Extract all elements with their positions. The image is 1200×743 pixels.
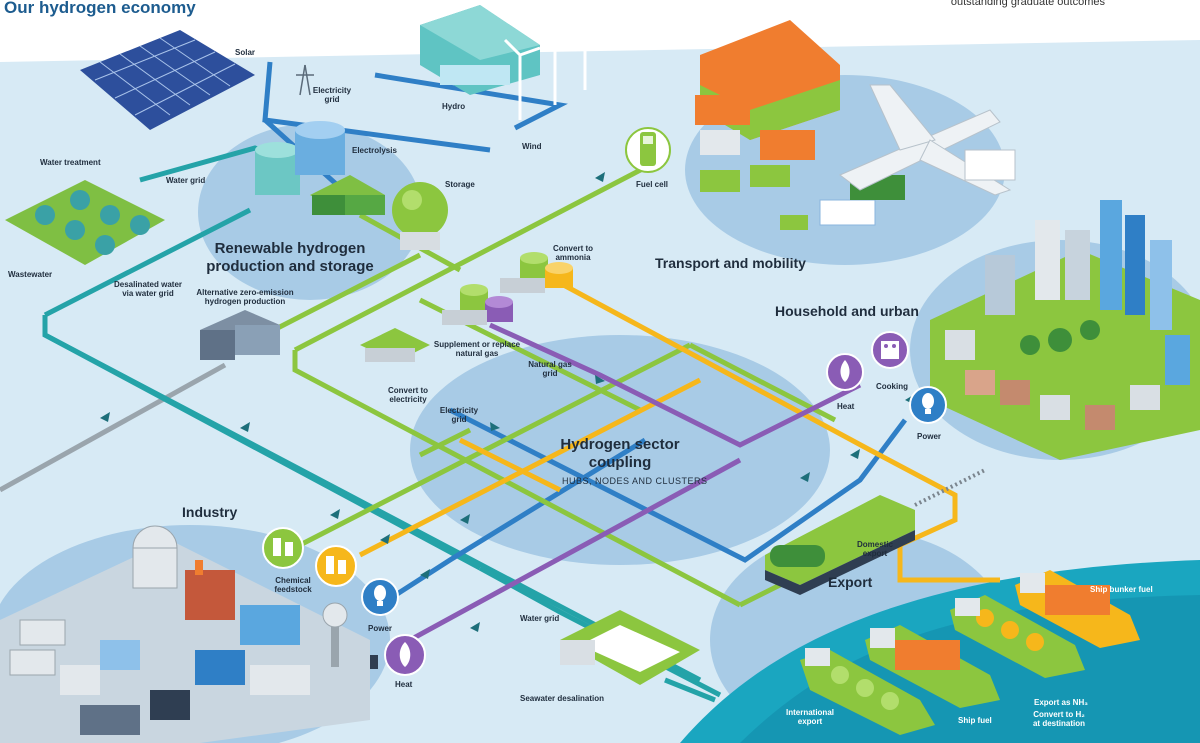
corner-text: outstanding graduate outcomes: [950, 0, 1105, 8]
label-seawater: Seawater desalination: [520, 694, 605, 703]
rail-track: [914, 468, 986, 507]
supplement-tanks-icon: [442, 284, 513, 325]
page-title: Our hydrogen economy: [4, 0, 196, 17]
label-ship-bunker: Ship bunker fuel: [1090, 585, 1153, 594]
city-buildings-icon: [930, 200, 1200, 460]
label-desalinated: Desalinated water via water grid: [113, 280, 183, 298]
label-hydro: Hydro: [442, 102, 466, 111]
flow-arrows: [100, 172, 915, 632]
label-supplement: Supplement or replace natural gas: [433, 340, 521, 358]
industry-kiosk-icon: [370, 655, 378, 669]
gas-pipes: [408, 322, 862, 643]
label-power-urban: Power: [917, 432, 942, 441]
label-alternative: Alternative zero-emission hydrogen produ…: [196, 288, 294, 306]
label-electricity-grid-mid: Electricity grid: [439, 406, 479, 424]
heat-industry-icon: [384, 634, 426, 676]
power-plant-icon: [360, 328, 430, 362]
industry-buildings-icon: [0, 525, 370, 743]
water-treatment-icon: [5, 180, 165, 265]
section-industry: Industry: [182, 504, 238, 520]
label-water-grid-bottom: Water grid: [520, 614, 560, 623]
section-export: Export: [828, 574, 873, 590]
section-transport: Transport and mobility: [655, 255, 806, 271]
solar-array-icon: [80, 30, 255, 130]
label-domestic-export: Domestic export: [856, 540, 893, 558]
fuel-cell-icon: [625, 127, 671, 173]
label-natural-gas-grid: Natural gas grid: [528, 360, 572, 378]
label-solar: Solar: [235, 48, 256, 57]
power-urban-icon: [909, 386, 947, 424]
label-export-nh3: Export as NH₃: [1034, 698, 1088, 707]
wind-turbines-icon: [503, 14, 606, 120]
ship-fuel-icon: [865, 625, 1000, 708]
label-electrolysis: Electrolysis: [352, 146, 397, 155]
label-storage: Storage: [445, 180, 475, 189]
pylon-top-icon: [296, 64, 314, 96]
label-convert-h2: Convert to H₂ at destination: [1032, 710, 1085, 728]
heat-urban-icon: [826, 353, 864, 391]
coupling-zone: [410, 335, 830, 565]
chemical-feedstock-icon: [262, 527, 304, 569]
section-renewable: Renewable hydrogen production and storag…: [206, 240, 374, 275]
label-chemical-feedstock: Chemical feedstock: [274, 576, 312, 594]
label-wastewater: Wastewater: [8, 270, 53, 279]
ship-international-icon: [800, 648, 935, 735]
section-household: Household and urban: [775, 303, 919, 319]
ammonia-pipes: [358, 272, 1000, 583]
cooking-icon: [871, 331, 909, 369]
ammonia-tanks-icon: [500, 252, 573, 293]
label-ship-fuel: Ship fuel: [958, 716, 992, 725]
ship-bunker-icon: [1015, 570, 1140, 648]
train-icon: [765, 495, 915, 595]
label-electricity-grid-top: Electricity grid: [312, 86, 352, 104]
label-cooking: Cooking: [876, 382, 908, 391]
label-convert-electricity: Convert to electricity: [388, 386, 428, 404]
renewable-zone: [198, 124, 422, 300]
label-water-treatment: Water treatment: [40, 158, 101, 167]
electrolysis-icon: [255, 121, 385, 215]
ammonia-feedstock-icon: [315, 545, 357, 587]
transport-vehicles-icon: [695, 20, 905, 230]
label-heat-industry: Heat: [395, 680, 413, 689]
grey-pipe: [0, 362, 227, 493]
label-power-industry: Power: [368, 624, 393, 633]
ship-nh3-icon: [950, 595, 1085, 678]
alternative-plant-icon: [200, 310, 280, 360]
storage-sphere-icon: [392, 182, 448, 250]
label-water-grid-top: Water grid: [166, 176, 206, 185]
label-international-export: International export: [785, 708, 834, 726]
label-wind: Wind: [522, 142, 542, 151]
desalination-plant-icon: [560, 610, 700, 685]
label-heat-urban: Heat: [837, 402, 855, 411]
power-industry-icon: [361, 578, 399, 616]
label-convert-ammonia: Convert to ammonia: [553, 244, 593, 262]
truck-icon: [964, 149, 1016, 181]
section-coupling-sub: HUBS, NODES AND CLUSTERS: [562, 476, 708, 486]
label-fuel-cell: Fuel cell: [636, 180, 669, 189]
section-coupling: Hydrogen sector coupling: [560, 436, 680, 471]
